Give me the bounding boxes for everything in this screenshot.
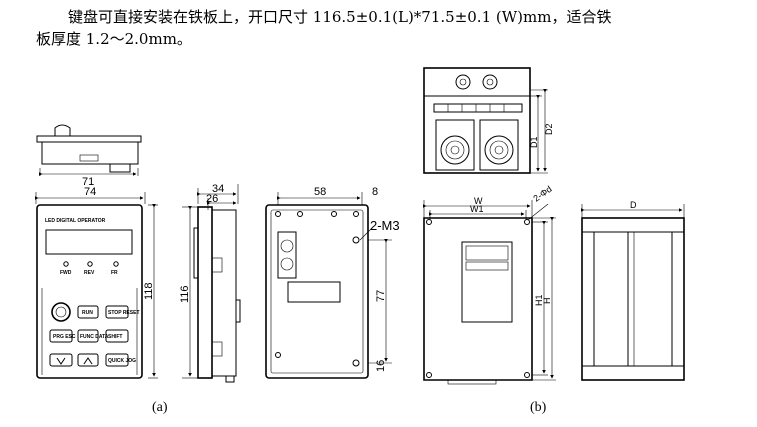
led-fwd (63, 261, 69, 267)
dim-front-height: 118 (143, 282, 155, 300)
up-arrow-icon (83, 357, 93, 365)
key-up (77, 353, 99, 367)
connector-outline (277, 231, 297, 279)
back-hole-label: 2-M3 (370, 218, 400, 233)
led-label-fr: FR (111, 270, 118, 276)
front-label-h1: H1 (534, 294, 544, 306)
top-label-d2: D2 (544, 123, 554, 135)
fan-icon (440, 135, 470, 165)
back-dim-width: 58 (314, 186, 326, 198)
inverter-side-view: D (581, 200, 685, 381)
led-display (45, 229, 133, 255)
key-func-label: FUNC DATA (80, 334, 109, 340)
fan-icon-2 (484, 135, 514, 165)
dim-top-width: 71 (82, 176, 94, 188)
front-hole-label: 2-Φd (531, 184, 553, 204)
keypad-front-view: LED DIGITAL OPERATOR FWD REV FR RUN STOP… (36, 204, 143, 379)
key-func (77, 329, 99, 343)
front-label-w: W (474, 196, 483, 206)
mount-hole-icon (352, 236, 360, 244)
keypad-back-view: 58 8 2-M3 77 16 (265, 186, 400, 379)
front-label-h: H (542, 298, 552, 305)
front-label-w1: W1 (470, 204, 484, 214)
knob-icon (51, 302, 71, 322)
inverter-top-view: D1 D2 (423, 67, 554, 174)
side-dim-body: 26 (206, 193, 218, 205)
back-dim-bottom: 16 (375, 360, 387, 372)
key-shift-label: SHIFT (108, 334, 122, 340)
inverter-keypad-outline (461, 241, 513, 323)
caption-b: (b) (530, 400, 547, 415)
led-label-rev: REV (84, 270, 95, 276)
keypad-top-view: 71 (36, 124, 142, 188)
panel-title: LED DIGITAL OPERATOR (45, 218, 106, 224)
key-shift (105, 329, 129, 343)
led-rev (87, 261, 93, 267)
inverter-front-view: W W1 2-Φd H1 H (423, 184, 556, 385)
key-prg (49, 329, 73, 343)
caption-a: (a) (152, 400, 168, 415)
back-dim-holes: 77 (375, 290, 387, 302)
led-fr (113, 261, 119, 267)
key-stop (105, 305, 129, 319)
key-prg-label: PRG ESC (53, 334, 76, 340)
back-dim-edge: 8 (372, 186, 378, 198)
key-down (49, 353, 73, 367)
paragraph-line-2: 板厚度 1.2～2.0mm。 (36, 30, 192, 48)
paragraph-line-1: 键盘可直接安装在铁板上，开口尺寸 116.5±0.1(L)*71.5±0.1 (… (68, 8, 612, 26)
down-arrow-icon (56, 357, 66, 365)
dim-front-width: 74 (84, 186, 96, 198)
keypad-side-view: 34 26 116 (179, 183, 241, 383)
key-quick-label: QUICK JOG (108, 358, 136, 364)
key-run-label: RUN (82, 310, 93, 316)
label-plate (287, 281, 341, 303)
key-run (77, 305, 99, 319)
side-dim-height: 116 (179, 285, 191, 303)
side-dim-total: 34 (212, 183, 224, 195)
key-quick (105, 353, 129, 367)
key-stop-label: STOP RESET (108, 310, 140, 316)
top-label-d1: D1 (529, 136, 539, 148)
description-paragraph: 键盘可直接安装在铁板上，开口尺寸 116.5±0.1(L)*71.5±0.1 (… (36, 6, 746, 50)
keypad-front-dims: 74 118 (35, 186, 158, 379)
led-label-fwd: FWD (60, 270, 72, 276)
side-label-d: D (630, 200, 637, 210)
